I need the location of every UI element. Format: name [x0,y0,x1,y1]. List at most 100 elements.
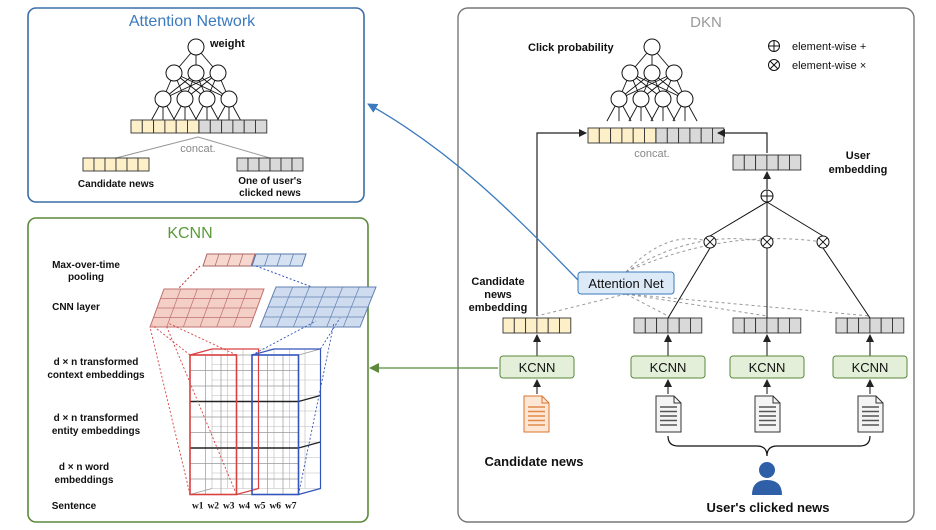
concat-link-right [197,136,271,159]
attention-clicked-cell [247,157,260,172]
layer-separator [298,441,321,449]
sentence-word: w2 [207,502,219,512]
attention-clicked-cell [236,157,249,172]
blue-projection-line [251,320,317,356]
dkn-nn-neuron [643,38,661,56]
clicked-embedding-cell [766,317,779,334]
dkn-nn-neuron [654,90,672,108]
candidate-embedding-label-2: news [484,289,512,301]
user-embedding-label-1: User [846,150,871,162]
sentence-label: Sentence [52,501,97,512]
attention-nn-edge [162,72,219,100]
attention-clicked-cell [258,157,271,172]
click-probability-label: Click probability [528,42,614,54]
attention-candidate-cell [82,157,95,172]
attention-clicked-cell [269,157,282,172]
kcnn-title: KCNN [167,225,212,242]
dkn-concat-candidate-cell [632,127,645,144]
dkn-nn-neuron [621,64,639,82]
attention-concat-candidate-cell [175,119,188,134]
kcnn-box-label: KCNN [852,360,889,375]
dkn-concat-clicked-cell [655,127,668,144]
attention-candidate-news-label: Candidate news [78,179,155,190]
user-icon [759,462,775,478]
clicked-embedding-cell [667,317,680,334]
dkn-concat-clicked-cell [712,127,725,144]
red-filter-window [189,354,238,496]
attention-clicked-label-1: One of user's [238,176,302,187]
candidate-embedding-cell [536,317,549,334]
attention-nn-neuron [187,64,205,82]
clicked-document-icon-fold [772,396,780,404]
sentence-word: w6 [269,502,281,512]
cnn-grid-red-line [216,288,231,328]
red-projection-line [165,324,237,495]
clicked-embedding-cell [678,317,691,334]
kcnn-box [832,355,908,379]
candidate-embedding-cell [547,317,560,334]
pool-label-2: pooling [68,272,104,283]
red-projection-line [149,326,191,495]
legend-plus-label: element-wise + [792,41,866,53]
attention-clicked-cell [280,157,293,172]
kcnn-box [630,355,706,379]
clicked-embedding-cell [846,317,860,334]
clicked-embedding-cell [732,317,745,334]
candidate-embedding-label-3: embedding [469,302,528,314]
user-embedding-vector [732,154,802,171]
attention-neural-net [150,38,242,122]
kcnn-box-label: KCNN [650,360,687,375]
attention-dashed-link [625,293,669,317]
cnn-grid-red-line [183,288,198,328]
cnn-layer-label: CNN layer [52,302,100,313]
grid-depth-line [298,348,321,356]
attention-net-label: Attention Net [588,276,664,291]
attention-nn-neuron [198,90,216,108]
attention-concat-label: concat. [180,143,215,155]
red-projection-line [151,324,191,356]
dkn-concat-clicked-cell [689,127,702,144]
attention-concat-vector [130,119,268,134]
attention-clicked-label-2: clicked news [239,188,301,199]
attention-concat-clicked-cell [243,119,256,134]
cnn-grid-blue-line [293,286,310,328]
sentence-word: w7 [285,502,297,512]
clicked-embedding-cell [869,317,882,334]
candidate-embedding-cell [513,317,527,334]
attention-network-title: Attention Network [129,13,256,30]
candidate-document-icon-fold [541,396,549,404]
sentence-word: w3 [223,502,235,512]
candidate-embedding-cell [525,317,538,334]
word-label-2: embeddings [55,475,114,486]
clicked-embedding-cell [880,317,893,334]
dkn-concat-label: concat. [634,148,669,160]
attention-concat-candidate-cell [164,119,177,134]
kcnn-box [729,355,805,379]
user-icon-body [752,480,782,495]
dkn-panel: DKN Click probability element-wise + ele… [457,7,915,523]
times-stroke [705,237,715,247]
clicked-document-icon [754,395,781,433]
users-clicked-news-label: User's clicked news [706,500,829,515]
clicked-embedding-cell [644,317,658,334]
attention-clicked-vector [236,157,304,172]
dkn-nn-edge [618,72,675,100]
attention-network-panel: Attention Network weight concat. Candida… [27,7,365,203]
candidate-embedding-cell [559,317,572,334]
clicked-embedding-cell [633,317,646,334]
dkn-nn-neuron [676,90,694,108]
attention-concat-clicked-cell [255,119,268,134]
dkn-concat-candidate-cell [644,127,657,144]
attention-nn-neuron [209,64,227,82]
clicked-embedding-cell [789,317,802,334]
attention-candidate-cell [104,157,117,172]
clicked-document-icon-fold [875,396,883,404]
cnn-grid-red-line [166,288,181,328]
times-to-plus-line [766,201,824,237]
dkn-nn-neuron [665,64,683,82]
pool-strip-red-line [214,253,220,267]
pool-strip-blue-line [276,253,282,267]
candidate-news-label: Candidate news [485,454,584,469]
attention-nn-neuron [154,90,172,108]
